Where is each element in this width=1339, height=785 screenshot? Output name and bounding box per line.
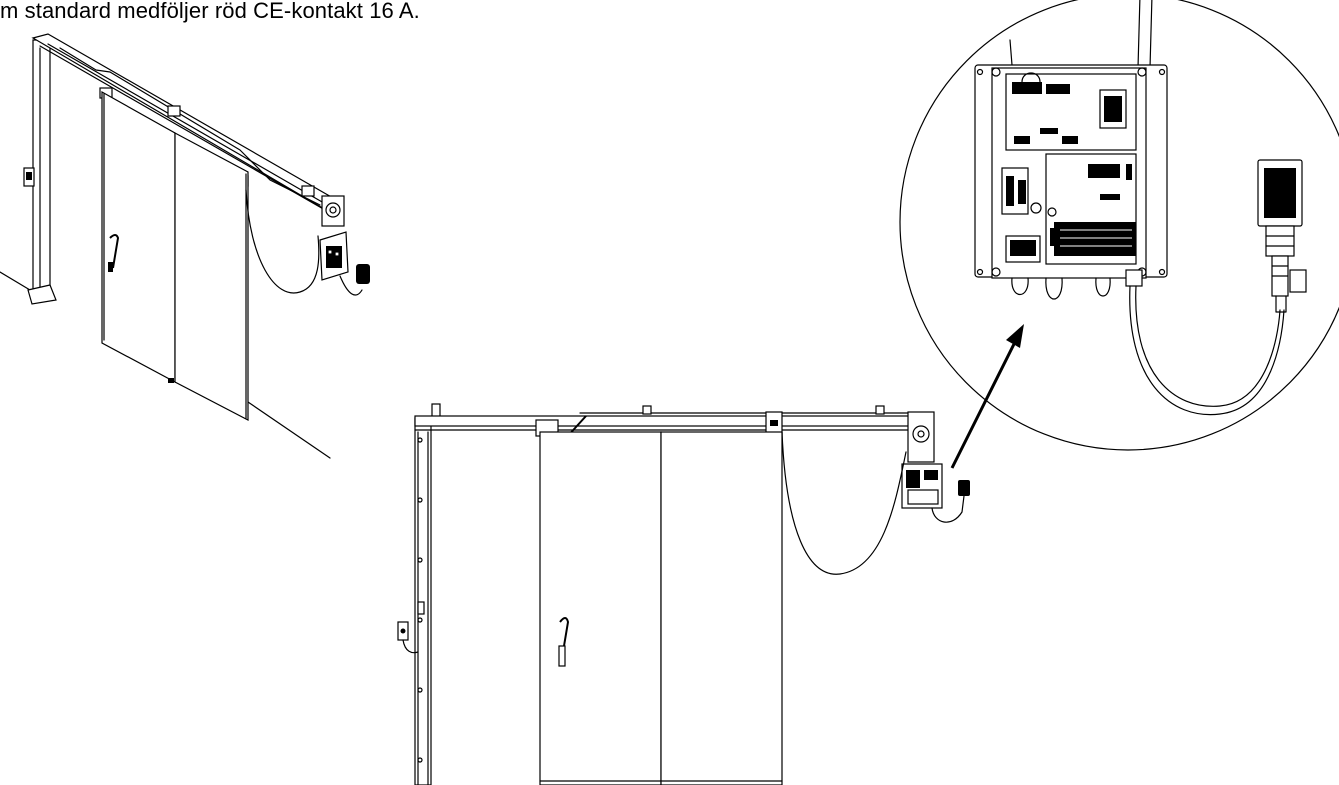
sliding-door-front-elevation [397,403,970,785]
sliding-door-isometric [0,33,370,459]
caption-text: m standard medföljer röd CE-kontakt 16 A… [0,0,420,23]
control-box-detail-magnified [899,0,1339,451]
arrow-to-detail [950,324,1024,469]
